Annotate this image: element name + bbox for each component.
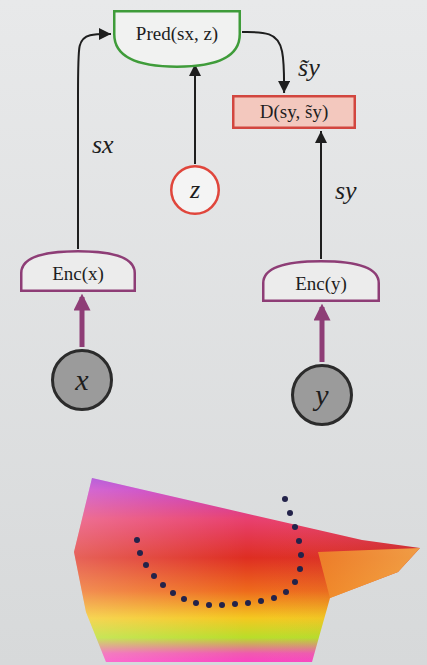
input-arrow bbox=[80, 297, 85, 347]
latent-circle: z bbox=[170, 165, 220, 215]
node-label: Enc(y) bbox=[295, 273, 347, 295]
input-circle: x bbox=[51, 349, 113, 411]
edge-label: sy bbox=[335, 177, 357, 206]
node-label: Pred(sx, z) bbox=[136, 23, 218, 45]
flow-arrow bbox=[242, 32, 284, 93]
edge-label: s̃y bbox=[298, 54, 320, 83]
flow-arrow bbox=[194, 64, 196, 164]
input-circle: y bbox=[291, 364, 353, 426]
encoder-box: Enc(y) bbox=[262, 260, 380, 302]
node-label: D(sy, s̃y) bbox=[260, 101, 328, 123]
flow-arrow bbox=[320, 131, 322, 259]
node-label: z bbox=[190, 175, 200, 205]
node-label: Enc(x) bbox=[52, 263, 104, 285]
input-arrow bbox=[320, 307, 325, 362]
predictor-box: Pred(sx, z) bbox=[113, 10, 241, 68]
distance-box: D(sy, s̃y) bbox=[232, 95, 356, 129]
encoder-box: Enc(x) bbox=[20, 250, 136, 292]
edge-label: sx bbox=[92, 131, 114, 160]
node-label: x bbox=[75, 363, 88, 398]
node-label: y bbox=[315, 378, 328, 413]
